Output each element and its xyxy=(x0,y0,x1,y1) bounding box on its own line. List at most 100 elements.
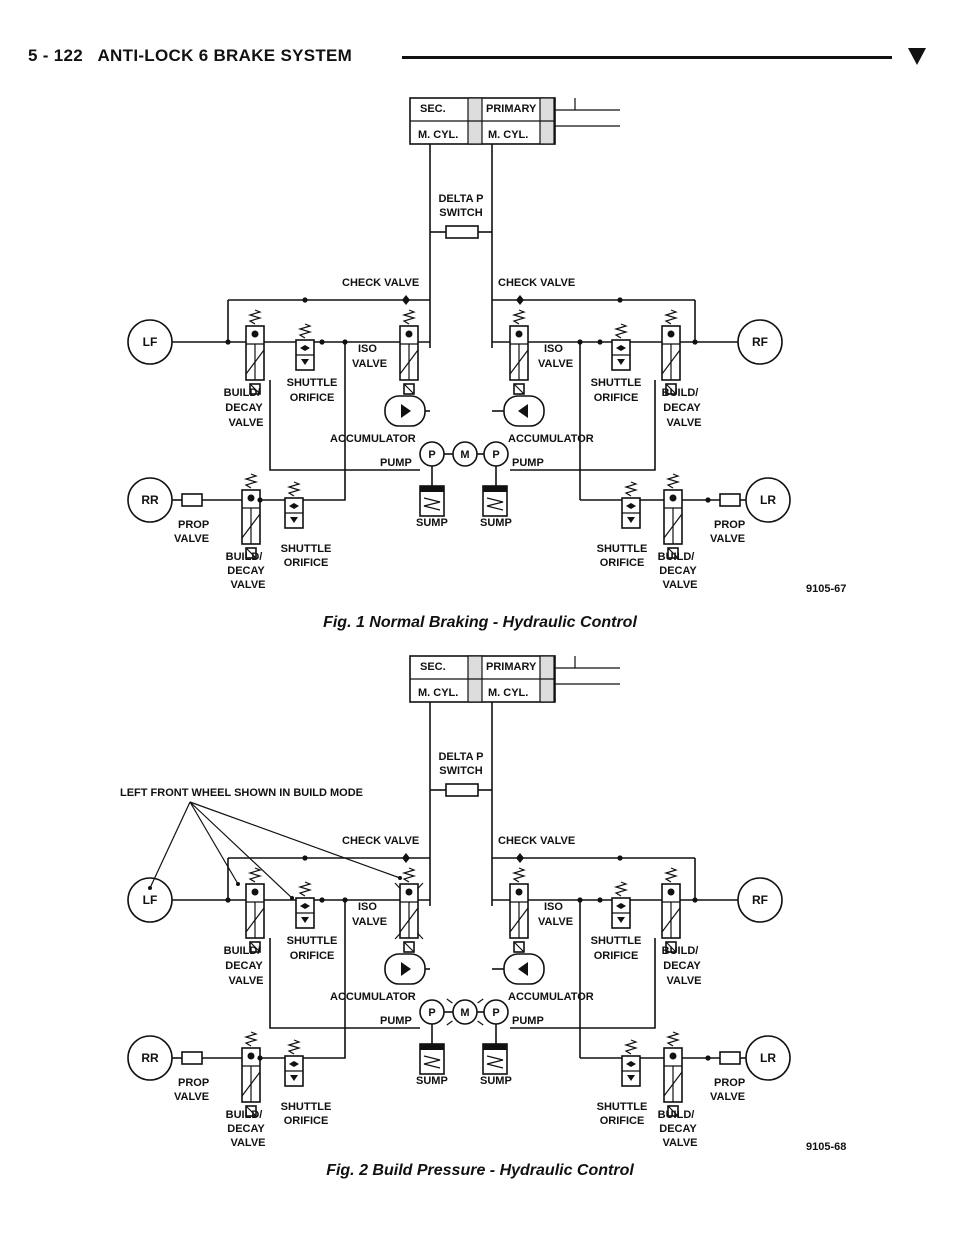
annotation-arrow-3 xyxy=(189,801,293,899)
lf-iso-valve-coil-x xyxy=(403,941,415,953)
label-valve-rr: VALVE xyxy=(230,579,265,591)
figure-2-caption: Fig. 2 Build Pressure - Hydraulic Contro… xyxy=(326,1162,634,1179)
rr-build-decay-valve-ball xyxy=(247,1052,255,1060)
label-orifice-lr: ORIFICE xyxy=(600,1115,645,1127)
rf-iso-valve-ball xyxy=(515,330,523,338)
lf-iso-valve-spring xyxy=(401,867,417,883)
label-iso-valve-right: VALVE xyxy=(538,916,573,928)
rf-build-decay-valve-ball xyxy=(667,330,675,338)
label-build-rf: BUILD/ xyxy=(662,945,699,957)
header-triangle-icon xyxy=(908,48,926,65)
label-prop-valve-rr: VALVE xyxy=(174,1091,209,1103)
label-valve-lf: VALVE xyxy=(228,417,263,429)
wheel-rr-label: RR xyxy=(141,493,159,507)
motor-active-tick-3 xyxy=(446,1020,453,1026)
check-junction-right xyxy=(617,297,623,303)
build-mode-annotation: LEFT FRONT WHEEL SHOWN IN BUILD MODE xyxy=(120,787,363,799)
label-iso-left: ISO xyxy=(358,901,377,913)
rr-build-decay-valve-coil-x xyxy=(245,547,257,559)
label-switch: SWITCH xyxy=(439,207,482,219)
motor-label: M xyxy=(460,449,469,461)
check-valve-left xyxy=(402,295,410,305)
lr-shuttle-orifice-spring xyxy=(623,1039,639,1055)
label-delta-p: DELTA P xyxy=(438,751,483,763)
label-shuttle-lf: SHUTTLE xyxy=(287,935,338,947)
wheel-rf-label: RF xyxy=(752,335,768,349)
label-decay-lf: DECAY xyxy=(225,402,263,414)
sump-right-spring xyxy=(486,497,504,511)
label-pump-right: PUMP xyxy=(512,457,544,469)
lr-build-decay-valve-ball xyxy=(669,1052,677,1060)
annotation-arrow-2 xyxy=(189,801,239,885)
rr-shuttle-orifice-arrow-right xyxy=(294,1061,299,1067)
label-decay-lr: DECAY xyxy=(659,565,697,577)
label-sec: SEC. xyxy=(420,661,446,673)
lr-prop-valve-body xyxy=(719,493,741,507)
label-decay-rr: DECAY xyxy=(227,1123,265,1135)
rf-build-decay-valve-spring xyxy=(663,867,679,883)
lf-iso-valve-diagonal xyxy=(399,907,419,933)
lf-shuttle-orifice-spring xyxy=(297,323,313,339)
label-check-valve-right: CHECK VALVE xyxy=(498,835,575,847)
figure-code: 9105-67 xyxy=(806,583,846,595)
delta-p-switch xyxy=(445,225,479,239)
label-shuttle-lr: SHUTTLE xyxy=(597,543,648,555)
label-shuttle-rf: SHUTTLE xyxy=(591,377,642,389)
label-pump-right: PUMP xyxy=(512,1015,544,1027)
label-orifice-rr: ORIFICE xyxy=(284,1115,329,1127)
wheel-rr-label: RR xyxy=(141,1051,159,1065)
lf-junction-3 xyxy=(342,339,348,345)
rf-shuttle-orifice-orifice xyxy=(617,359,625,365)
label-orifice-lr: ORIFICE xyxy=(600,557,645,569)
rf-junction-2 xyxy=(597,897,603,903)
rf-build-decay-valve-diagonal xyxy=(661,349,681,375)
sump-left-fill xyxy=(420,486,444,492)
rr-build-decay-valve-spring xyxy=(243,1031,259,1047)
rr-junction xyxy=(257,1055,263,1061)
page-header: 5 - 122 ANTI-LOCK 6 BRAKE SYSTEM xyxy=(28,46,932,76)
rr-junction xyxy=(257,497,263,503)
pump-left-label: P xyxy=(428,449,435,461)
sump-right-fill xyxy=(483,486,507,492)
label-orifice-rf: ORIFICE xyxy=(594,950,639,962)
check-valve-right xyxy=(516,853,524,863)
rr-shuttle-orifice-orifice xyxy=(290,1075,298,1081)
rr-shuttle-orifice-spring xyxy=(286,481,302,497)
label-mcyl-sec: M. CYL. xyxy=(418,687,458,699)
lf-iso-valve-spring xyxy=(401,309,417,325)
lf-iso-valve-ball xyxy=(405,330,413,338)
lf-iso-valve-ball xyxy=(405,888,413,896)
rf-shuttle-orifice-spring xyxy=(613,323,629,339)
iso-active-tick-3 xyxy=(394,932,402,940)
iso-active-tick-4 xyxy=(416,932,424,940)
rear-right-manifold xyxy=(510,380,656,471)
wheel-rf-circle xyxy=(737,877,783,923)
lr-shuttle-orifice-spring xyxy=(623,481,639,497)
label-prop-rr: PROP xyxy=(178,519,209,531)
lf-build-decay-valve-ball xyxy=(251,888,259,896)
label-build-lf: BUILD/ xyxy=(224,945,261,957)
lr-shuttle-orifice-arrow-left xyxy=(626,1061,631,1067)
label-iso-valve-right: VALVE xyxy=(538,358,573,370)
rf-build-decay-valve-coil-x xyxy=(665,941,677,953)
lf-build-decay-valve-spring xyxy=(247,867,263,883)
figure-code: 9105-68 xyxy=(806,1141,846,1153)
rf-junction-2 xyxy=(597,339,603,345)
rear-left-manifold xyxy=(269,380,420,471)
label-sec: SEC. xyxy=(420,103,446,115)
lr-shuttle-orifice-orifice xyxy=(627,1075,635,1081)
lf-shuttle-orifice-arrow-left xyxy=(300,345,305,351)
rr-build-decay-valve-ball xyxy=(247,494,255,502)
rf-iso-valve-diagonal xyxy=(509,907,529,933)
label-accumulator-left: ACCUMULATOR xyxy=(330,991,416,1003)
sump-left-spring xyxy=(423,1055,441,1069)
pump-right-label: P xyxy=(492,449,499,461)
label-mcyl-pri: M. CYL. xyxy=(488,129,528,141)
label-check-valve-right: CHECK VALVE xyxy=(498,277,575,289)
lf-shuttle-orifice-orifice xyxy=(301,359,309,365)
rf-build-decay-valve-ball xyxy=(667,888,675,896)
delta-p-switch xyxy=(445,783,479,797)
lr-build-decay-valve-spring xyxy=(665,473,681,489)
label-check-valve-left: CHECK VALVE xyxy=(342,277,419,289)
